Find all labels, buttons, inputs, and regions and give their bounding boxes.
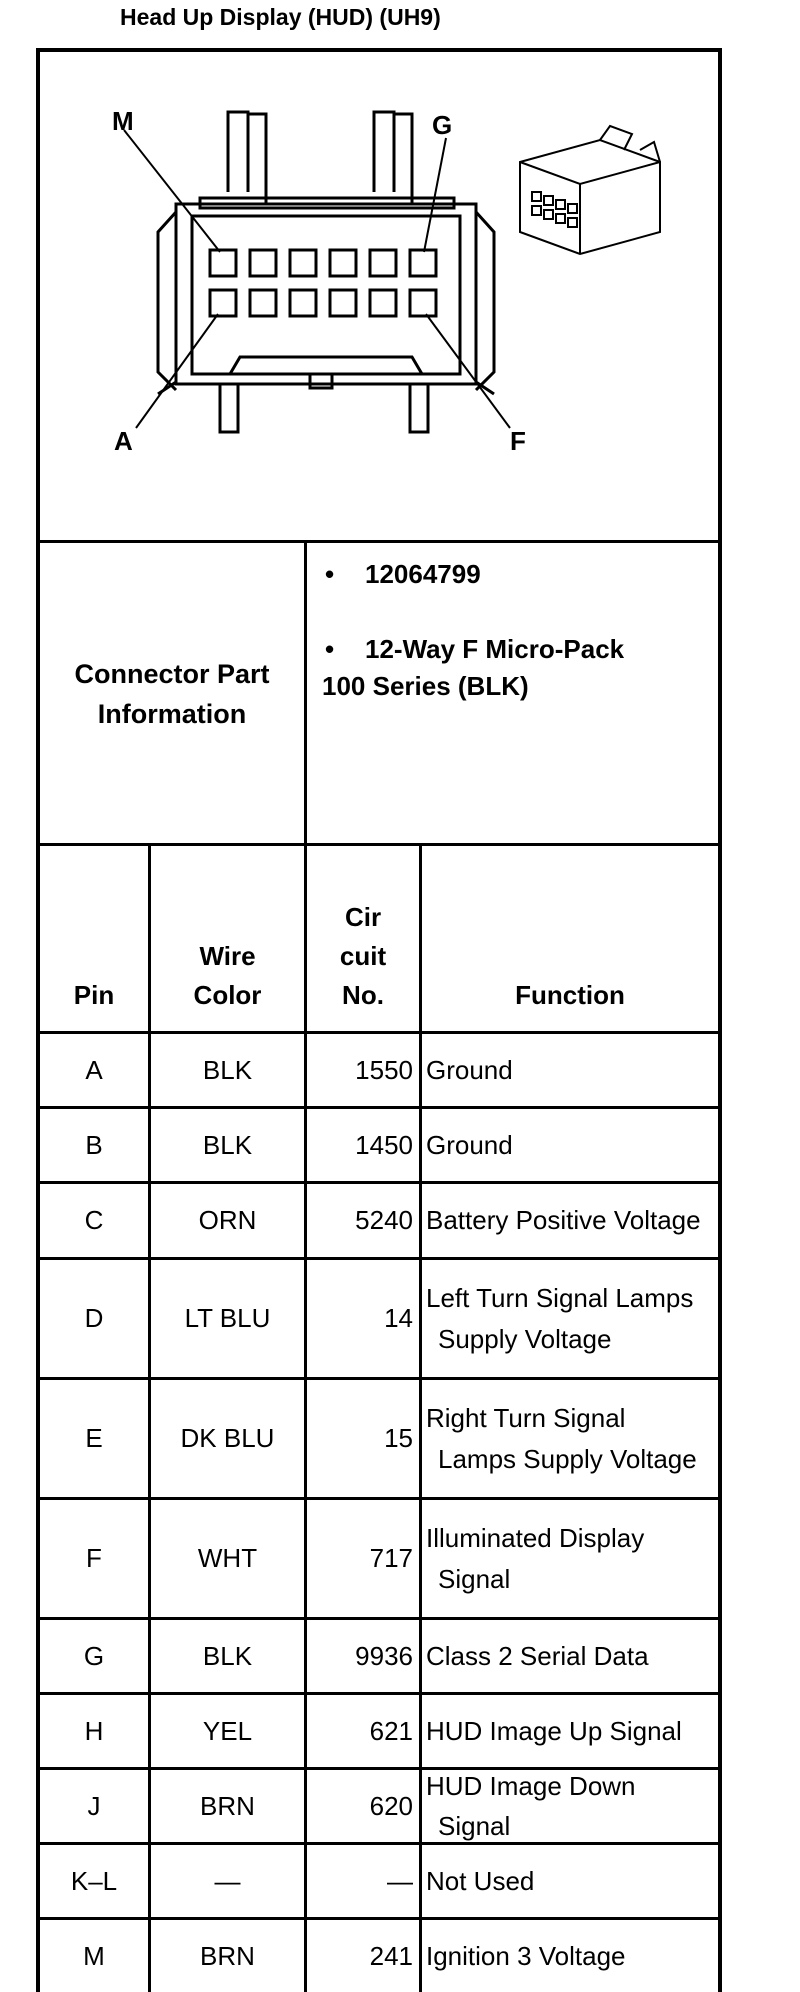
cell-circuit: 620 bbox=[369, 1790, 413, 1821]
cell-function: Ground bbox=[422, 1109, 718, 1181]
cell-circuit: 15 bbox=[384, 1423, 413, 1453]
row-divider bbox=[36, 1917, 722, 1920]
row-divider bbox=[36, 1106, 722, 1109]
divider bbox=[304, 540, 307, 846]
cell-circuit: 1550 bbox=[355, 1054, 413, 1085]
cell-circuit: 621 bbox=[369, 1715, 413, 1746]
row-divider bbox=[36, 1031, 722, 1034]
cell-pin: F bbox=[86, 1543, 102, 1573]
connector-description-line2: 100 Series (BLK) bbox=[322, 671, 529, 701]
header-function: Function bbox=[515, 980, 625, 1010]
cell-pin: C bbox=[84, 1205, 104, 1235]
cell-wire: BRN bbox=[200, 1940, 255, 1971]
cell-pin: D bbox=[84, 1303, 104, 1333]
cell-wire: BRN bbox=[200, 1790, 255, 1821]
header-wire-color: Wire Color bbox=[193, 941, 262, 1010]
function-line2: Signal bbox=[438, 1563, 511, 1594]
row-divider bbox=[36, 1181, 722, 1184]
divider bbox=[36, 843, 722, 846]
cell-function: Ground bbox=[422, 1034, 718, 1106]
cell-pin: G bbox=[83, 1640, 105, 1671]
connector-table-frame bbox=[36, 48, 722, 1992]
cell-circuit: 1450 bbox=[355, 1129, 413, 1160]
function-line1: HUD Image Up Signal bbox=[426, 1715, 682, 1746]
connector-info-details: • 12064799 • 12-Way F Micro-Pack 100 Serie… bbox=[322, 555, 712, 702]
cell-wire: YEL bbox=[202, 1715, 253, 1746]
row-divider bbox=[36, 1692, 722, 1695]
function-line1: Illuminated Display bbox=[426, 1523, 645, 1554]
cell-pin: E bbox=[85, 1423, 103, 1453]
cell-pin: H bbox=[84, 1715, 104, 1746]
cell-circuit: 717 bbox=[369, 1543, 413, 1573]
cell-wire: — bbox=[214, 1865, 241, 1896]
function-line2: Lamps Supply Voltage bbox=[438, 1443, 697, 1474]
cell-circuit: 241 bbox=[369, 1940, 413, 1971]
cell-pin: A bbox=[85, 1054, 103, 1085]
cell-circuit: 9936 bbox=[355, 1640, 413, 1671]
connector-diagram: M G A F bbox=[112, 106, 661, 456]
column-divider bbox=[148, 843, 151, 1992]
divider bbox=[36, 540, 722, 543]
row-divider bbox=[36, 1767, 722, 1770]
bullet: • bbox=[325, 634, 335, 664]
cell-function: Not Used bbox=[422, 1845, 718, 1917]
function-line2: Supply Voltage bbox=[438, 1323, 612, 1354]
cell-wire: LT BLU bbox=[184, 1303, 271, 1333]
page-title: Head Up Display (HUD) (UH9) bbox=[120, 4, 441, 30]
cell-pin: K–L bbox=[70, 1865, 118, 1896]
connector-info-label: Connector Part Information bbox=[40, 543, 304, 846]
cell-pin: B bbox=[85, 1129, 103, 1160]
cell-function: Class 2 Serial Data bbox=[422, 1620, 718, 1692]
cell-wire: WHT bbox=[197, 1543, 258, 1573]
function-line1: Ground bbox=[426, 1054, 513, 1085]
row-divider bbox=[36, 1842, 722, 1845]
function-line1: Right Turn Signal bbox=[426, 1403, 626, 1434]
cell-circuit: 5240 bbox=[355, 1205, 413, 1235]
cell-function: Battery Positive Voltage bbox=[422, 1184, 718, 1257]
cell-wire: DK BLU bbox=[180, 1423, 275, 1453]
pin-label-m: M bbox=[112, 106, 134, 136]
function-line1: Not Used bbox=[426, 1865, 535, 1896]
pin-label-g: G bbox=[432, 110, 452, 140]
function-line2: Signal bbox=[438, 1811, 511, 1841]
header-circuit-no: Cir cuit No. bbox=[339, 902, 387, 1010]
part-number: 12064799 bbox=[365, 559, 481, 589]
cell-circuit: — bbox=[387, 1865, 413, 1896]
function-line1: HUD Image Down bbox=[426, 1770, 636, 1801]
function-line1: Class 2 Serial Data bbox=[426, 1640, 649, 1671]
cell-wire: BLK bbox=[202, 1640, 253, 1671]
function-line1: Ground bbox=[426, 1129, 513, 1160]
connector-description-line1: 12-Way F Micro-Pack bbox=[365, 634, 625, 664]
cell-circuit: 14 bbox=[384, 1303, 413, 1333]
row-divider bbox=[36, 1617, 722, 1620]
row-divider bbox=[36, 1377, 722, 1380]
cell-wire: ORN bbox=[198, 1205, 257, 1235]
connector-info-label-line1: Connector Part bbox=[74, 659, 270, 690]
cell-wire: BLK bbox=[202, 1054, 253, 1085]
bullet: • bbox=[325, 559, 335, 589]
column-divider bbox=[304, 843, 307, 1992]
function-line1: Left Turn Signal Lamps bbox=[426, 1283, 694, 1314]
header-pin: Pin bbox=[73, 980, 115, 1010]
cell-function: Ignition 3 Voltage bbox=[422, 1920, 718, 1992]
cell-function: HUD Image Up Signal bbox=[422, 1695, 718, 1767]
pin-label-f: F bbox=[510, 426, 526, 456]
cell-pin: J bbox=[87, 1790, 101, 1821]
function-line1: Battery Positive Voltage bbox=[426, 1205, 701, 1236]
column-divider bbox=[419, 843, 422, 1992]
cell-pin: M bbox=[83, 1940, 105, 1971]
connector-info-label-line2: Information bbox=[97, 698, 247, 729]
pin-label-a: A bbox=[114, 426, 133, 456]
cell-wire: BLK bbox=[202, 1129, 253, 1160]
row-divider bbox=[36, 1497, 722, 1500]
row-divider bbox=[36, 1257, 722, 1260]
function-line1: Ignition 3 Voltage bbox=[426, 1940, 626, 1971]
